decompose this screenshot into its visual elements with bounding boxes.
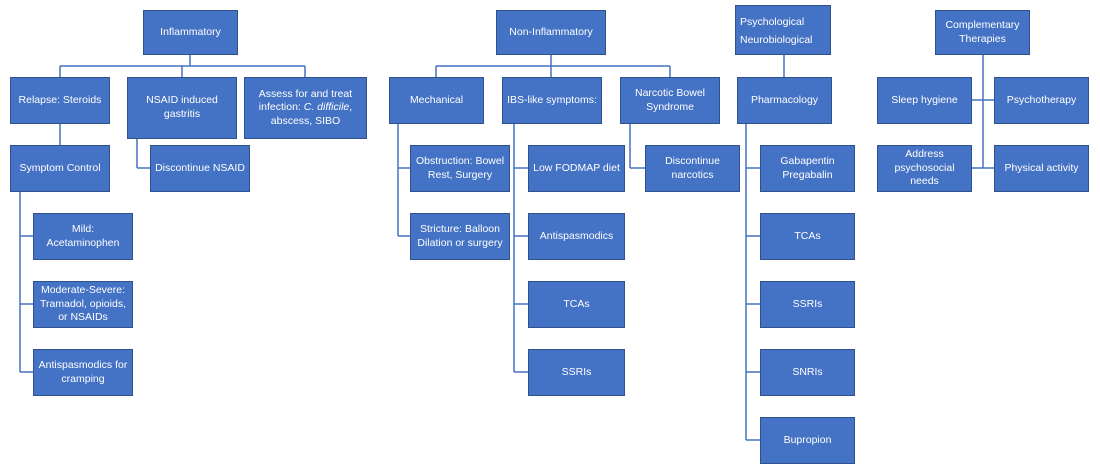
infection-organism-name: C. difficile [303, 101, 350, 114]
node-inflammatory: Inflammatory [143, 10, 238, 55]
node-pharm-ssris: SSRIs [760, 281, 855, 328]
node-psychological-neurobiological: Psychological Neurobiological [735, 5, 831, 55]
node-obstruction: Obstruction: Bowel Rest, Surgery [410, 145, 510, 192]
node-stricture: Stricture: Balloon Dilation or surgery [410, 213, 510, 260]
node-moderate-severe: Moderate-Severe: Tramadol, opioids, or N… [33, 281, 133, 328]
node-pharm-tcas: TCAs [760, 213, 855, 260]
node-mechanical: Mechanical [389, 77, 484, 124]
node-discontinue-narcotics: Discontinue narcotics [645, 145, 740, 192]
node-pharmacology: Pharmacology [737, 77, 832, 124]
node-ibs-ssris: SSRIs [528, 349, 625, 396]
node-psychotherapy: Psychotherapy [994, 77, 1089, 124]
node-sleep-hygiene: Sleep hygiene [877, 77, 972, 124]
node-nsaid-gastritis: NSAID induced gastritis [127, 77, 237, 139]
node-assess-infection: Assess for and treat infection: C. diffi… [244, 77, 367, 139]
node-low-fodmap: Low FODMAP diet [528, 145, 625, 192]
node-ibs-tcas: TCAs [528, 281, 625, 328]
node-narcotic-bowel: Narcotic Bowel Syndrome [620, 77, 720, 124]
node-antispasmodics-cramping: Antispasmodics for cramping [33, 349, 133, 396]
node-complementary-therapies: Complementary Therapies [935, 10, 1030, 55]
node-relapse-steroids: Relapse: Steroids [10, 77, 110, 124]
node-gabapentin: Gabapentin Pregabalin [760, 145, 855, 192]
node-mild-acetaminophen: Mild: Acetaminophen [33, 213, 133, 260]
node-bupropion: Bupropion [760, 417, 855, 464]
node-discontinue-nsaid: Discontinue NSAID [150, 145, 250, 192]
node-symptom-control: Symptom Control [10, 145, 110, 192]
node-ibs-like: IBS-like symptoms: [502, 77, 602, 124]
node-antispasmodics: Antispasmodics [528, 213, 625, 260]
node-pharm-snris: SNRIs [760, 349, 855, 396]
node-physical-activity: Physical activity [994, 145, 1089, 192]
node-non-inflammatory: Non-Inflammatory [496, 10, 606, 55]
node-psychosocial-needs: Address psychosocial needs [877, 145, 972, 192]
